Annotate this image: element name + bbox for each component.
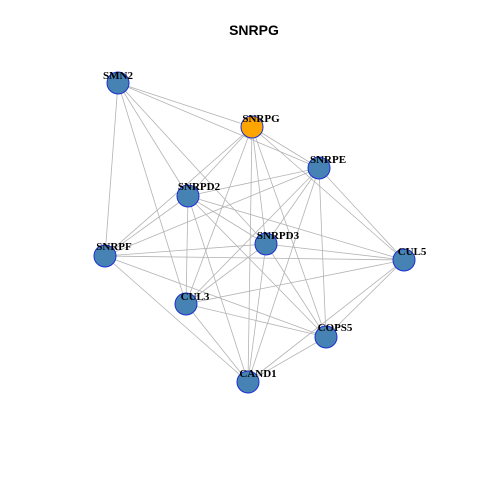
node-label: CAND1	[239, 368, 276, 380]
node-circle[interactable]	[236, 370, 260, 394]
edge-snrpe-snrpf	[104, 167, 320, 257]
edge-cul5-cand1	[247, 259, 405, 383]
node-label: SNRPD3	[257, 230, 300, 242]
node-circle[interactable]	[176, 184, 200, 208]
node-cul5[interactable]: CUL5	[392, 246, 427, 272]
edge-smn2-snrpg	[117, 82, 253, 128]
node-snrpd3[interactable]: SNRPD3	[254, 230, 300, 256]
edge-cops5-cand1	[247, 336, 327, 383]
edge-layer	[104, 82, 405, 383]
node-snrpg[interactable]: SNRPG	[240, 113, 280, 139]
graph-title: SNRPG	[229, 22, 279, 38]
node-cul3[interactable]: CUL3	[174, 291, 210, 316]
edge-snrpe-cul5	[318, 167, 405, 261]
edge-snrpf-cul5	[104, 255, 405, 261]
edge-snrpd2-cul5	[187, 195, 405, 261]
node-circle[interactable]	[93, 244, 117, 268]
edge-snrpg-cops5	[251, 126, 327, 338]
node-circle[interactable]	[174, 292, 198, 316]
node-smn2[interactable]: SMN2	[103, 70, 133, 95]
node-label: SNRPG	[242, 113, 280, 125]
edge-snrpd2-cand1	[187, 195, 249, 383]
edge-snrpd2-cops5	[187, 195, 327, 338]
node-label: CUL3	[181, 291, 210, 303]
node-circle[interactable]	[254, 232, 278, 256]
edge-snrpd3-cand1	[247, 243, 267, 383]
edge-snrpd3-cul5	[265, 243, 405, 261]
edge-snrpd2-snrpf	[104, 195, 189, 257]
node-label: COPS5	[318, 322, 353, 334]
node-circle[interactable]	[240, 115, 264, 139]
edge-snrpd3-cops5	[265, 243, 327, 338]
node-label: CUL5	[398, 246, 427, 258]
node-snrpe[interactable]: SNRPE	[307, 154, 346, 180]
edge-snrpe-snrpd3	[265, 167, 320, 245]
node-label: SMN2	[103, 70, 133, 82]
node-label: SNRPE	[310, 154, 346, 166]
edge-smn2-cul3	[117, 82, 187, 305]
edge-snrpe-cops5	[318, 167, 327, 338]
node-cops5[interactable]: COPS5	[314, 322, 353, 349]
edge-cul5-cops5	[325, 259, 405, 338]
edge-snrpd3-snrpf	[104, 243, 267, 257]
node-label: SNRPF	[96, 241, 132, 253]
edge-snrpe-snrpd2	[187, 167, 320, 197]
edge-cul3-cops5	[185, 303, 327, 338]
edge-cul5-cul3	[185, 259, 405, 305]
node-label: SNRPD2	[178, 181, 221, 193]
node-cand1[interactable]: CAND1	[236, 368, 277, 394]
edge-smn2-snrpd2	[117, 82, 189, 197]
edge-smn2-snrpe	[117, 82, 320, 169]
edge-snrpg-snrpd2	[187, 126, 253, 197]
edge-snrpg-cand1	[247, 126, 253, 383]
node-circle[interactable]	[392, 248, 416, 272]
edge-snrpf-cand1	[104, 255, 249, 383]
edge-smn2-snrpd3	[117, 82, 267, 245]
edge-snrpd3-cul3	[185, 243, 267, 305]
node-circle[interactable]	[106, 71, 130, 95]
edge-smn2-snrpf	[104, 82, 119, 257]
edge-snrpg-snrpe	[251, 126, 320, 169]
node-snrpf[interactable]: SNRPF	[93, 241, 132, 268]
edge-snrpg-cul5	[251, 126, 405, 261]
edge-snrpf-cops5	[104, 255, 327, 338]
node-circle[interactable]	[307, 156, 331, 180]
edge-cul3-cand1	[185, 303, 249, 383]
node-snrpd2[interactable]: SNRPD2	[176, 181, 221, 208]
edge-snrpd2-snrpd3	[187, 195, 267, 245]
node-circle[interactable]	[314, 325, 338, 349]
edge-snrpe-cand1	[247, 167, 320, 383]
